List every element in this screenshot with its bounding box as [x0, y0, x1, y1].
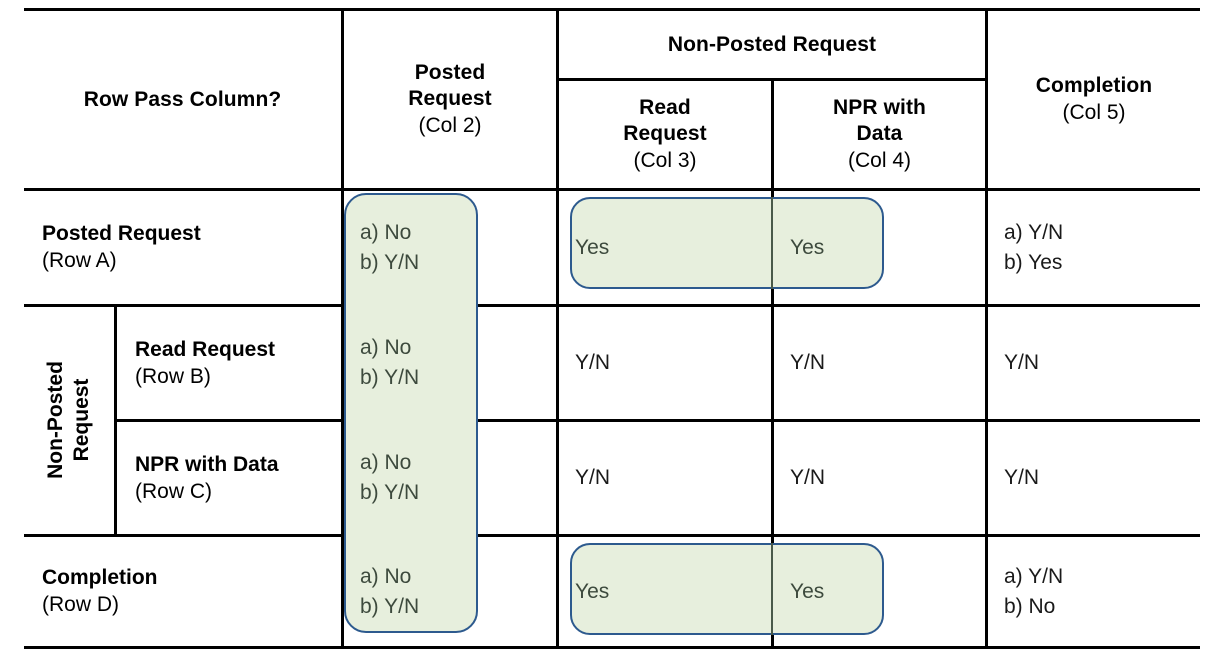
- column-group-header-non-posted: Non-Posted Request: [559, 11, 985, 78]
- column-header-col3-sub: (Col 3): [633, 149, 697, 172]
- grid-line-col3-col4-overlay-d: [771, 543, 773, 635]
- corner-header-label: Row Pass Column?: [83, 87, 282, 111]
- column-header-col3-word1: Read: [639, 96, 691, 119]
- cell-row-b-col4-value: Y/N: [790, 351, 826, 374]
- column-header-col3: Read Request (Col 3): [559, 81, 771, 188]
- row-header-row-a-sub: (Row A): [42, 249, 117, 272]
- grid-line-subheader: [556, 78, 985, 81]
- cell-row-d-col4-value: Yes: [790, 579, 825, 603]
- column-header-col3-word2: Request: [623, 122, 707, 145]
- cell-row-d-col2: a) No b) Y/N: [344, 537, 556, 646]
- column-header-col5-title: Completion: [1035, 74, 1153, 97]
- row-header-row-b-sub: (Row B): [135, 364, 211, 388]
- row-header-row-b: Read Request (Row B): [117, 307, 341, 419]
- cell-row-c-col3: Y/N: [559, 422, 771, 534]
- grid-line-row-a-b: [24, 304, 1200, 307]
- cell-row-a-col3: Yes: [559, 191, 771, 304]
- grid-line-row-b-c: [114, 419, 1200, 422]
- cell-row-c-col2-line2: b) Y/N: [360, 481, 420, 504]
- cell-row-d-col3-value: Yes: [575, 579, 610, 603]
- column-header-col4-title: NPR with Data: [833, 95, 926, 147]
- grid-line-col4-col5: [985, 8, 988, 647]
- row-group-header-label: Non-Posted Request: [43, 361, 95, 479]
- row-header-row-b-label: Read Request: [135, 337, 276, 361]
- grid-line-col3-col4-overlay-a: [771, 197, 773, 289]
- column-header-col4-word1: NPR with: [833, 96, 926, 119]
- cell-row-d-col4: Yes: [774, 537, 985, 646]
- grid-line-col2-col3: [556, 8, 559, 647]
- cell-row-d-col2-line1: a) No: [360, 564, 412, 588]
- cell-row-b-col3: Y/N: [559, 307, 771, 419]
- row-group-header-non-posted: Non-Posted Request: [24, 304, 114, 535]
- cell-row-a-col4: Yes: [774, 191, 985, 304]
- cell-row-c-col4-value: Y/N: [790, 466, 826, 489]
- row-header-row-c-label: NPR with Data: [135, 452, 279, 476]
- column-header-col4-word2: Data: [856, 122, 903, 145]
- cell-row-b-col2: a) No b) Y/N: [344, 307, 556, 419]
- cell-row-c-col4: Y/N: [774, 422, 985, 534]
- column-header-col2-sub: (Col 2): [418, 114, 482, 137]
- row-header-row-c-sub: (Row C): [135, 479, 212, 503]
- grid-line-top: [24, 8, 1200, 11]
- column-header-col2-word2: Request: [408, 87, 492, 110]
- row-header-row-c: NPR with Data (Row C): [117, 422, 341, 534]
- cell-row-c-col2-line1: a) No: [360, 451, 412, 474]
- cell-row-c-col3-value: Y/N: [575, 466, 611, 489]
- cell-row-d-col3: Yes: [559, 537, 771, 646]
- grid-line-bottom: [24, 646, 1200, 649]
- grid-line-rowgroup-split: [114, 304, 117, 535]
- column-header-col3-title: Read Request: [623, 95, 707, 147]
- cell-row-c-col2: a) No b) Y/N: [344, 422, 556, 534]
- row-header-row-d-label: Completion: [42, 566, 158, 589]
- cell-row-a-col2: a) No b) Y/N: [344, 191, 556, 304]
- cell-row-d-col5: a) Y/N b) No: [988, 537, 1200, 646]
- cell-row-b-col4: Y/N: [774, 307, 985, 419]
- grid-line-col1-col2: [341, 8, 344, 647]
- column-header-col2-word1: Posted: [414, 61, 486, 84]
- corner-header: Row Pass Column?: [24, 11, 341, 188]
- column-header-col4: NPR with Data (Col 4): [774, 81, 985, 188]
- cell-row-a-col2-line1: a) No: [360, 220, 412, 244]
- cell-row-a-col5: a) Y/N b) Yes: [988, 191, 1200, 304]
- cell-row-a-col5-line2: b) Yes: [1004, 250, 1063, 274]
- cell-row-b-col3-value: Y/N: [575, 351, 611, 374]
- column-header-col2-title: Posted Request: [408, 60, 492, 112]
- column-group-header-label: Non-Posted Request: [667, 32, 877, 56]
- row-header-row-a-label: Posted Request: [42, 222, 201, 245]
- cell-row-a-col3-value: Yes: [575, 235, 610, 259]
- cell-row-a-col4-value: Yes: [790, 235, 825, 259]
- grid-line-row-c-d: [24, 534, 1200, 537]
- row-header-row-d-sub: (Row D): [42, 593, 119, 616]
- cell-row-d-col2-line2: b) Y/N: [360, 594, 420, 618]
- row-header-row-d: Completion (Row D): [24, 537, 341, 646]
- cell-row-d-col5-line2: b) No: [1004, 594, 1056, 618]
- cell-row-c-col5-value: Y/N: [1004, 466, 1040, 489]
- cell-row-a-col2-line2: b) Y/N: [360, 250, 420, 274]
- cell-row-b-col2-line2: b) Y/N: [360, 366, 420, 389]
- grid-line-header-bottom: [24, 188, 1200, 191]
- cell-row-b-col5-value: Y/N: [1004, 351, 1040, 374]
- grid-line-col3-col4: [771, 78, 774, 647]
- cell-row-d-col5-line1: a) Y/N: [1004, 564, 1064, 588]
- cell-row-c-col5: Y/N: [988, 422, 1200, 534]
- cell-row-b-col5: Y/N: [988, 307, 1200, 419]
- row-header-row-a: Posted Request (Row A): [24, 191, 341, 304]
- row-group-header-line2: Request: [70, 378, 94, 461]
- cell-row-a-col5-line1: a) Y/N: [1004, 220, 1064, 244]
- column-header-col5-sub: (Col 5): [1062, 101, 1126, 124]
- cell-row-b-col2-line1: a) No: [360, 336, 412, 359]
- column-header-col5: Completion (Col 5): [988, 11, 1200, 188]
- column-header-col2: Posted Request Posted Request (Col 2): [344, 11, 556, 188]
- row-group-header-line1: Non-Posted: [44, 360, 68, 479]
- column-header-col4-sub: (Col 4): [847, 149, 911, 172]
